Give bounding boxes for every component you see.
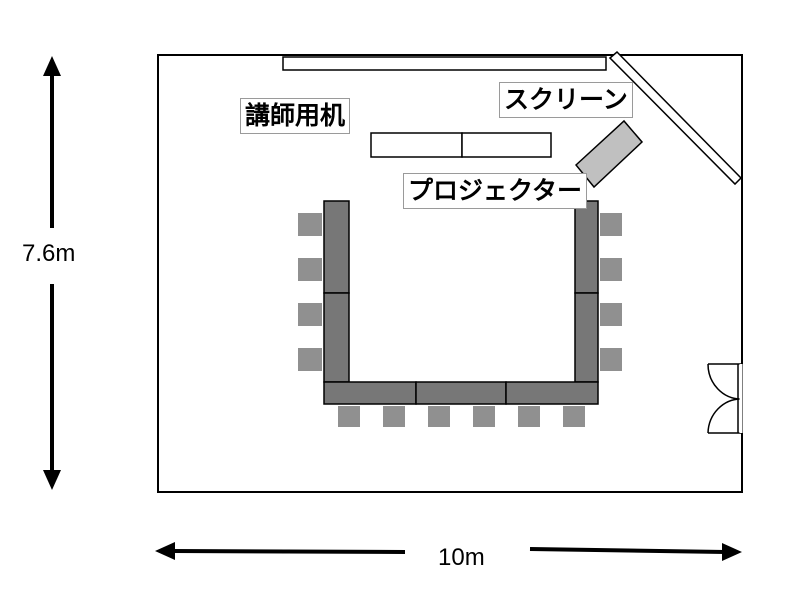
chair xyxy=(428,406,450,427)
chair xyxy=(298,258,322,281)
screen-bar xyxy=(282,56,607,71)
projector-label: プロジェクター xyxy=(403,173,588,209)
height-dimension-arrow xyxy=(43,56,61,490)
chair xyxy=(600,348,622,371)
diagonal-screen xyxy=(608,50,743,186)
chair xyxy=(383,406,405,427)
chair xyxy=(600,213,622,236)
table-right-1 xyxy=(574,200,599,294)
chair xyxy=(298,213,322,236)
chair xyxy=(473,406,495,427)
height-dimension-label: 7.6m xyxy=(22,240,76,267)
chair xyxy=(298,303,322,326)
projector xyxy=(574,119,644,189)
width-dimension-arrow xyxy=(155,542,742,561)
room-outline xyxy=(157,54,743,493)
chair xyxy=(298,348,322,371)
width-dimension-label: 10m xyxy=(438,544,485,571)
instructor-desk-right xyxy=(461,132,552,158)
door-symbol xyxy=(707,363,743,434)
instructor-desk-label: 講師用机 xyxy=(240,98,351,134)
chair xyxy=(518,406,540,427)
table-bottom-3 xyxy=(505,381,599,405)
table-bottom-1 xyxy=(323,381,417,405)
table-right-2 xyxy=(574,292,599,383)
instructor-desk-left xyxy=(370,132,463,158)
table-left-2 xyxy=(323,292,350,383)
chair xyxy=(600,258,622,281)
chair xyxy=(563,406,585,427)
chair xyxy=(338,406,360,427)
table-left-1 xyxy=(323,200,350,294)
table-bottom-2 xyxy=(415,381,507,405)
chair xyxy=(600,303,622,326)
screen-label: スクリーン xyxy=(499,82,633,118)
